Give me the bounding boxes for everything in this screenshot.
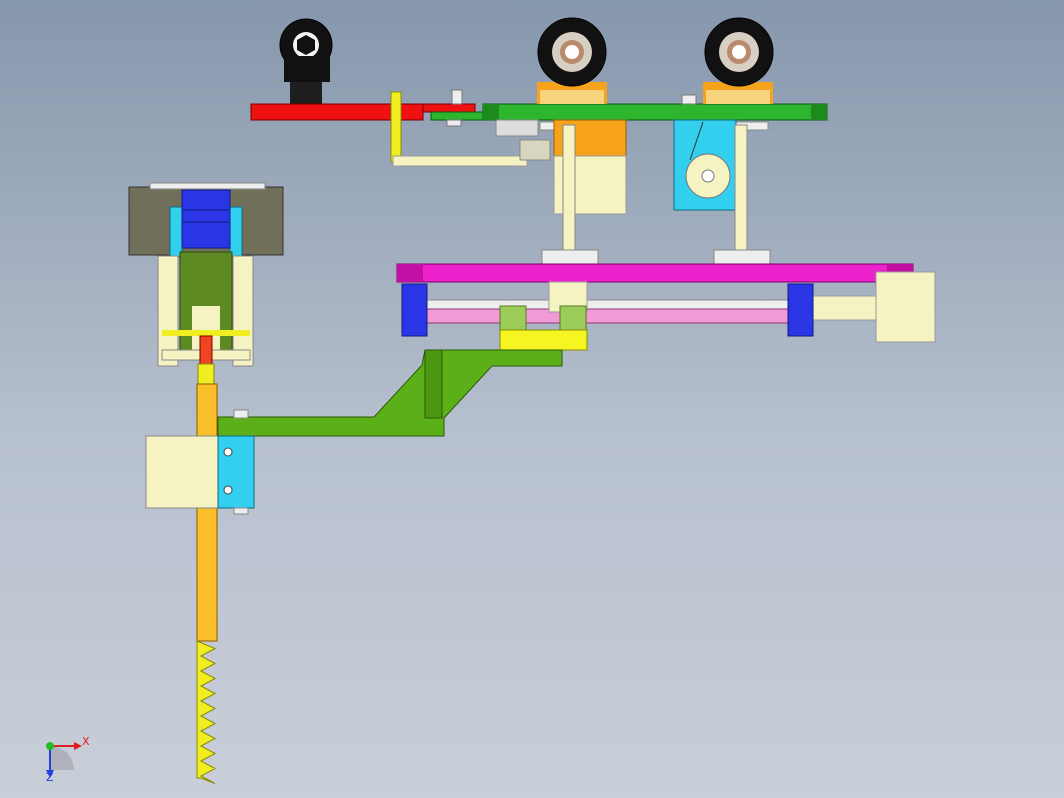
- red-plate: [250, 103, 476, 121]
- wheel-mounts: [537, 82, 773, 104]
- green-arm: [217, 349, 563, 437]
- right-gearbox: [673, 119, 737, 211]
- carriage-block: [145, 409, 255, 515]
- linear-slide: [401, 271, 936, 351]
- coordinate-triad: [46, 742, 82, 778]
- right-wheel: [704, 17, 774, 87]
- center-wheel: [537, 17, 607, 87]
- magenta-rail: [396, 263, 914, 283]
- triad-origin: [46, 742, 54, 750]
- left-wheel-assembly: [279, 18, 333, 104]
- z-axis-label: Z: [46, 771, 54, 784]
- linkage-rod: [390, 91, 551, 167]
- x-axis-label: X: [82, 735, 90, 748]
- green-plate: [430, 103, 828, 121]
- support-columns: [541, 124, 771, 265]
- left-gripper-assembly: [128, 182, 284, 385]
